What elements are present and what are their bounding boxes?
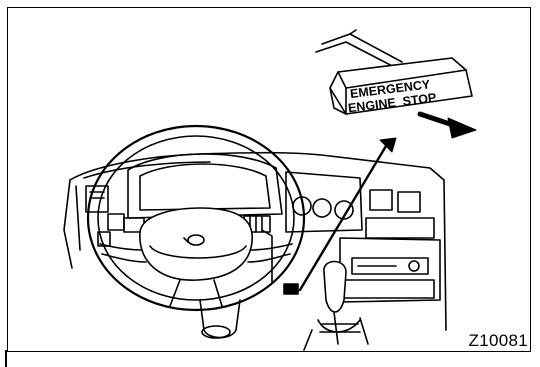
switch-location-marker bbox=[284, 284, 298, 294]
dashboard-outline bbox=[64, 153, 446, 330]
pull-direction-arrow bbox=[420, 114, 476, 138]
center-console bbox=[286, 172, 440, 302]
figure-code: Z10081 bbox=[469, 331, 528, 351]
switch-mount-rails bbox=[316, 30, 402, 70]
steering-column bbox=[200, 300, 240, 338]
